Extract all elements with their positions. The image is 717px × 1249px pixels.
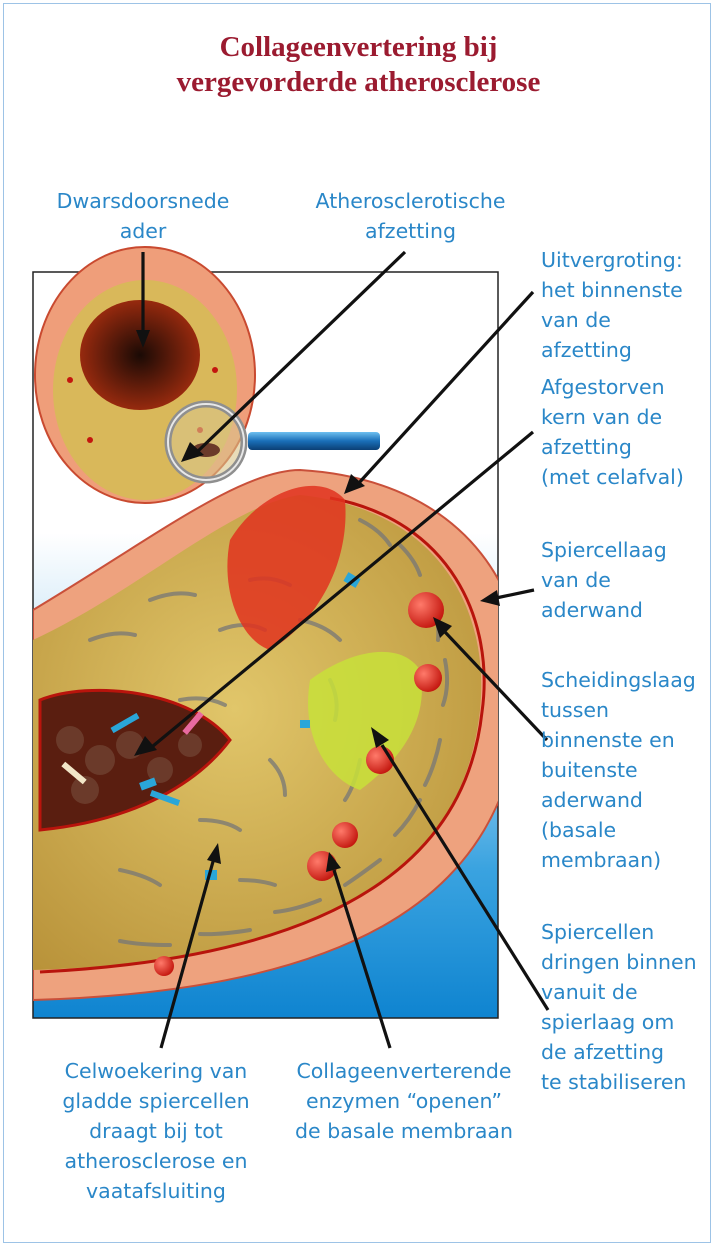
label-line: Scheidingslaag bbox=[541, 665, 713, 695]
label-line: te stabiliseren bbox=[541, 1067, 713, 1097]
label-line: buitenste bbox=[541, 755, 713, 785]
label-deposit: Atherosclerotische afzetting bbox=[298, 186, 523, 246]
label-line: afzetting bbox=[541, 335, 711, 365]
label-line: atherosclerose en bbox=[36, 1146, 276, 1176]
label-line: van de bbox=[541, 305, 711, 335]
label-line: Uitvergroting: bbox=[541, 245, 711, 275]
label-line: aderwand bbox=[541, 785, 713, 815]
label-line: de afzetting bbox=[541, 1037, 713, 1067]
label-line: (basale bbox=[541, 815, 713, 845]
label-line: gladde spiercellen bbox=[36, 1086, 276, 1116]
label-muscle-layer: Spiercellaag van de aderwand bbox=[541, 535, 711, 625]
label-line: enzymen “openen” bbox=[280, 1086, 528, 1116]
label-proliferation: Celwoekering van gladde spiercellen draa… bbox=[36, 1056, 276, 1206]
label-line: het binnenste bbox=[541, 275, 711, 305]
label-dead-core: Afgestorven kern van de afzetting (met c… bbox=[541, 372, 711, 492]
label-line: tussen bbox=[541, 695, 713, 725]
label-line: afzetting bbox=[298, 216, 523, 246]
label-line: ader bbox=[36, 216, 250, 246]
label-line: vanuit de bbox=[541, 977, 713, 1007]
label-line: draagt bij tot bbox=[36, 1116, 276, 1146]
label-line: kern van de bbox=[541, 402, 711, 432]
label-line: Dwarsdoorsnede bbox=[36, 186, 250, 216]
label-line: dringen binnen bbox=[541, 947, 713, 977]
label-line: Afgestorven bbox=[541, 372, 711, 402]
label-magnification: Uitvergroting: het binnenste van de afze… bbox=[541, 245, 711, 365]
label-line: van de bbox=[541, 565, 711, 595]
label-line: afzetting bbox=[541, 432, 711, 462]
label-line: binnenste en bbox=[541, 725, 713, 755]
label-line: Collageenverterende bbox=[280, 1056, 528, 1086]
label-line: Spiercellaag bbox=[541, 535, 711, 565]
label-enzymes: Collageenverterende enzymen “openen” de … bbox=[280, 1056, 528, 1146]
label-separation-layer: Scheidingslaag tussen binnenste en buite… bbox=[541, 665, 713, 875]
label-muscle-cells: Spiercellen dringen binnen vanuit de spi… bbox=[541, 917, 713, 1097]
label-line: vaatafsluiting bbox=[36, 1176, 276, 1206]
label-line: aderwand bbox=[541, 595, 711, 625]
label-cross-section: Dwarsdoorsnede ader bbox=[36, 186, 250, 246]
label-line: Celwoekering van bbox=[36, 1056, 276, 1086]
label-line: membraan) bbox=[541, 845, 713, 875]
label-line: Spiercellen bbox=[541, 917, 713, 947]
label-line: spierlaag om bbox=[541, 1007, 713, 1037]
label-line: Atherosclerotische bbox=[298, 186, 523, 216]
label-line: de basale membraan bbox=[280, 1116, 528, 1146]
label-line: (met celafval) bbox=[541, 462, 711, 492]
